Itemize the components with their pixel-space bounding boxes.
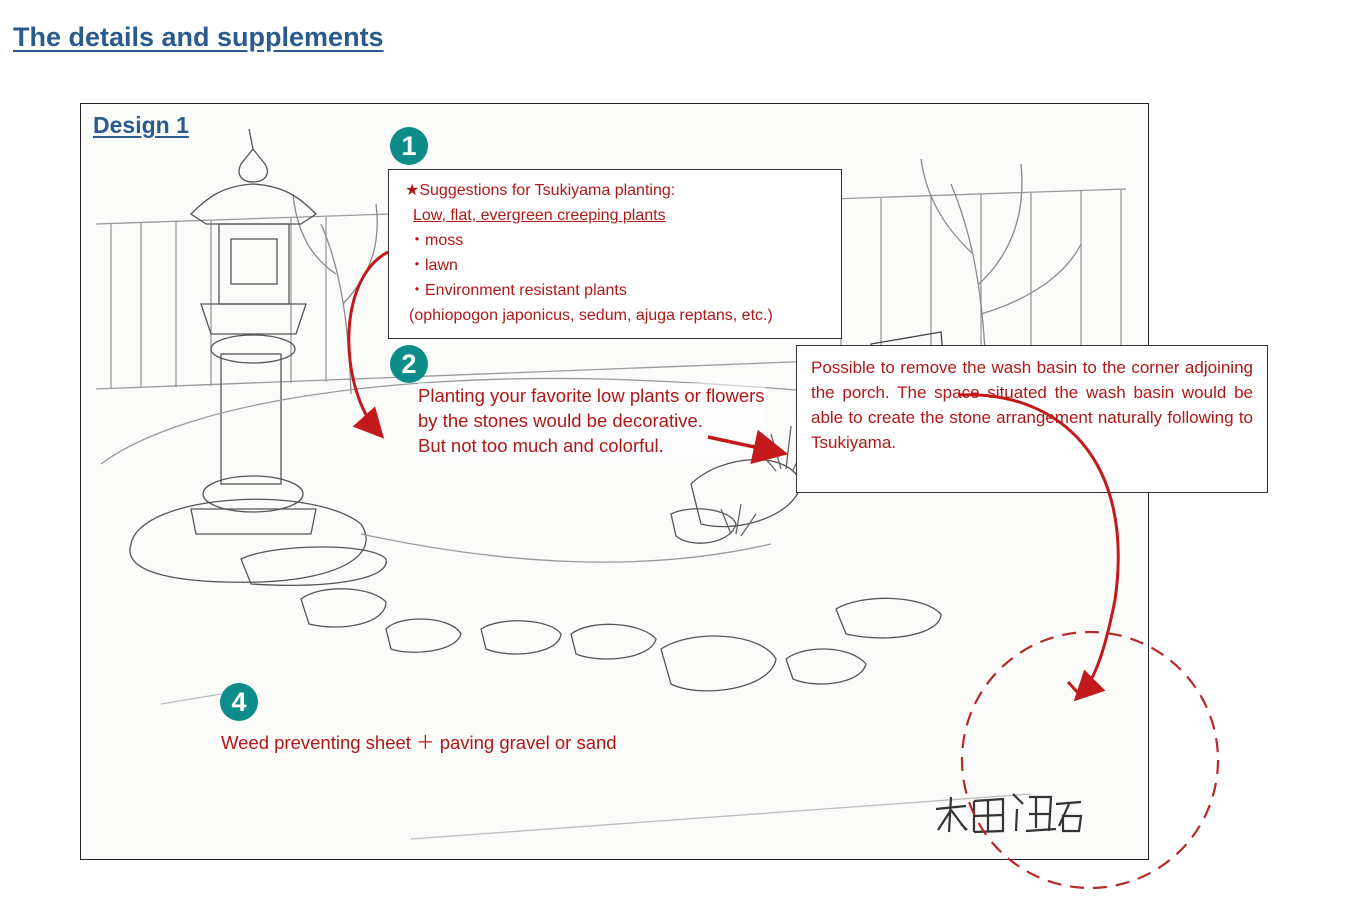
note-3-wash-basin: Possible to remove the wash basin to the…: [796, 345, 1268, 493]
page-heading: The details and supplements: [13, 22, 384, 52]
ground-lines: [160, 693, 1032, 840]
note-1-item: ・moss: [409, 232, 464, 249]
note-1-examples: (ophiopogon japonicus, sedum, ajuga rept…: [409, 307, 773, 324]
marker-4-icon: 4: [220, 683, 258, 721]
note-1-tsukiyama-suggestions: ★Suggestions for Tsukiyama planting: Low…: [388, 169, 842, 339]
note-1-item: ・Environment resistant plants: [409, 282, 627, 299]
design-label: Design 1: [93, 112, 189, 138]
note-2-line: But not too much and colorful.: [418, 435, 664, 456]
stone-lantern: [129, 128, 367, 583]
note-1-item: ・lawn: [409, 257, 458, 274]
note-1-heading: ★Suggestions for Tsukiyama planting:: [405, 182, 676, 199]
note-1-subheading: Low, flat, evergreen creeping plants: [413, 207, 666, 224]
marker-1-icon: 1: [390, 127, 428, 165]
marker-2-icon: 2: [390, 345, 428, 383]
note-2-line: Planting your favorite low plants or flo…: [418, 385, 765, 406]
note-4-ground-cover: Weed preventing sheet ＋ paving gravel or…: [221, 732, 617, 753]
note-2-planting: Planting your favorite low plants or flo…: [418, 383, 765, 458]
note-2-line: by the stones would be decorative.: [418, 410, 703, 431]
